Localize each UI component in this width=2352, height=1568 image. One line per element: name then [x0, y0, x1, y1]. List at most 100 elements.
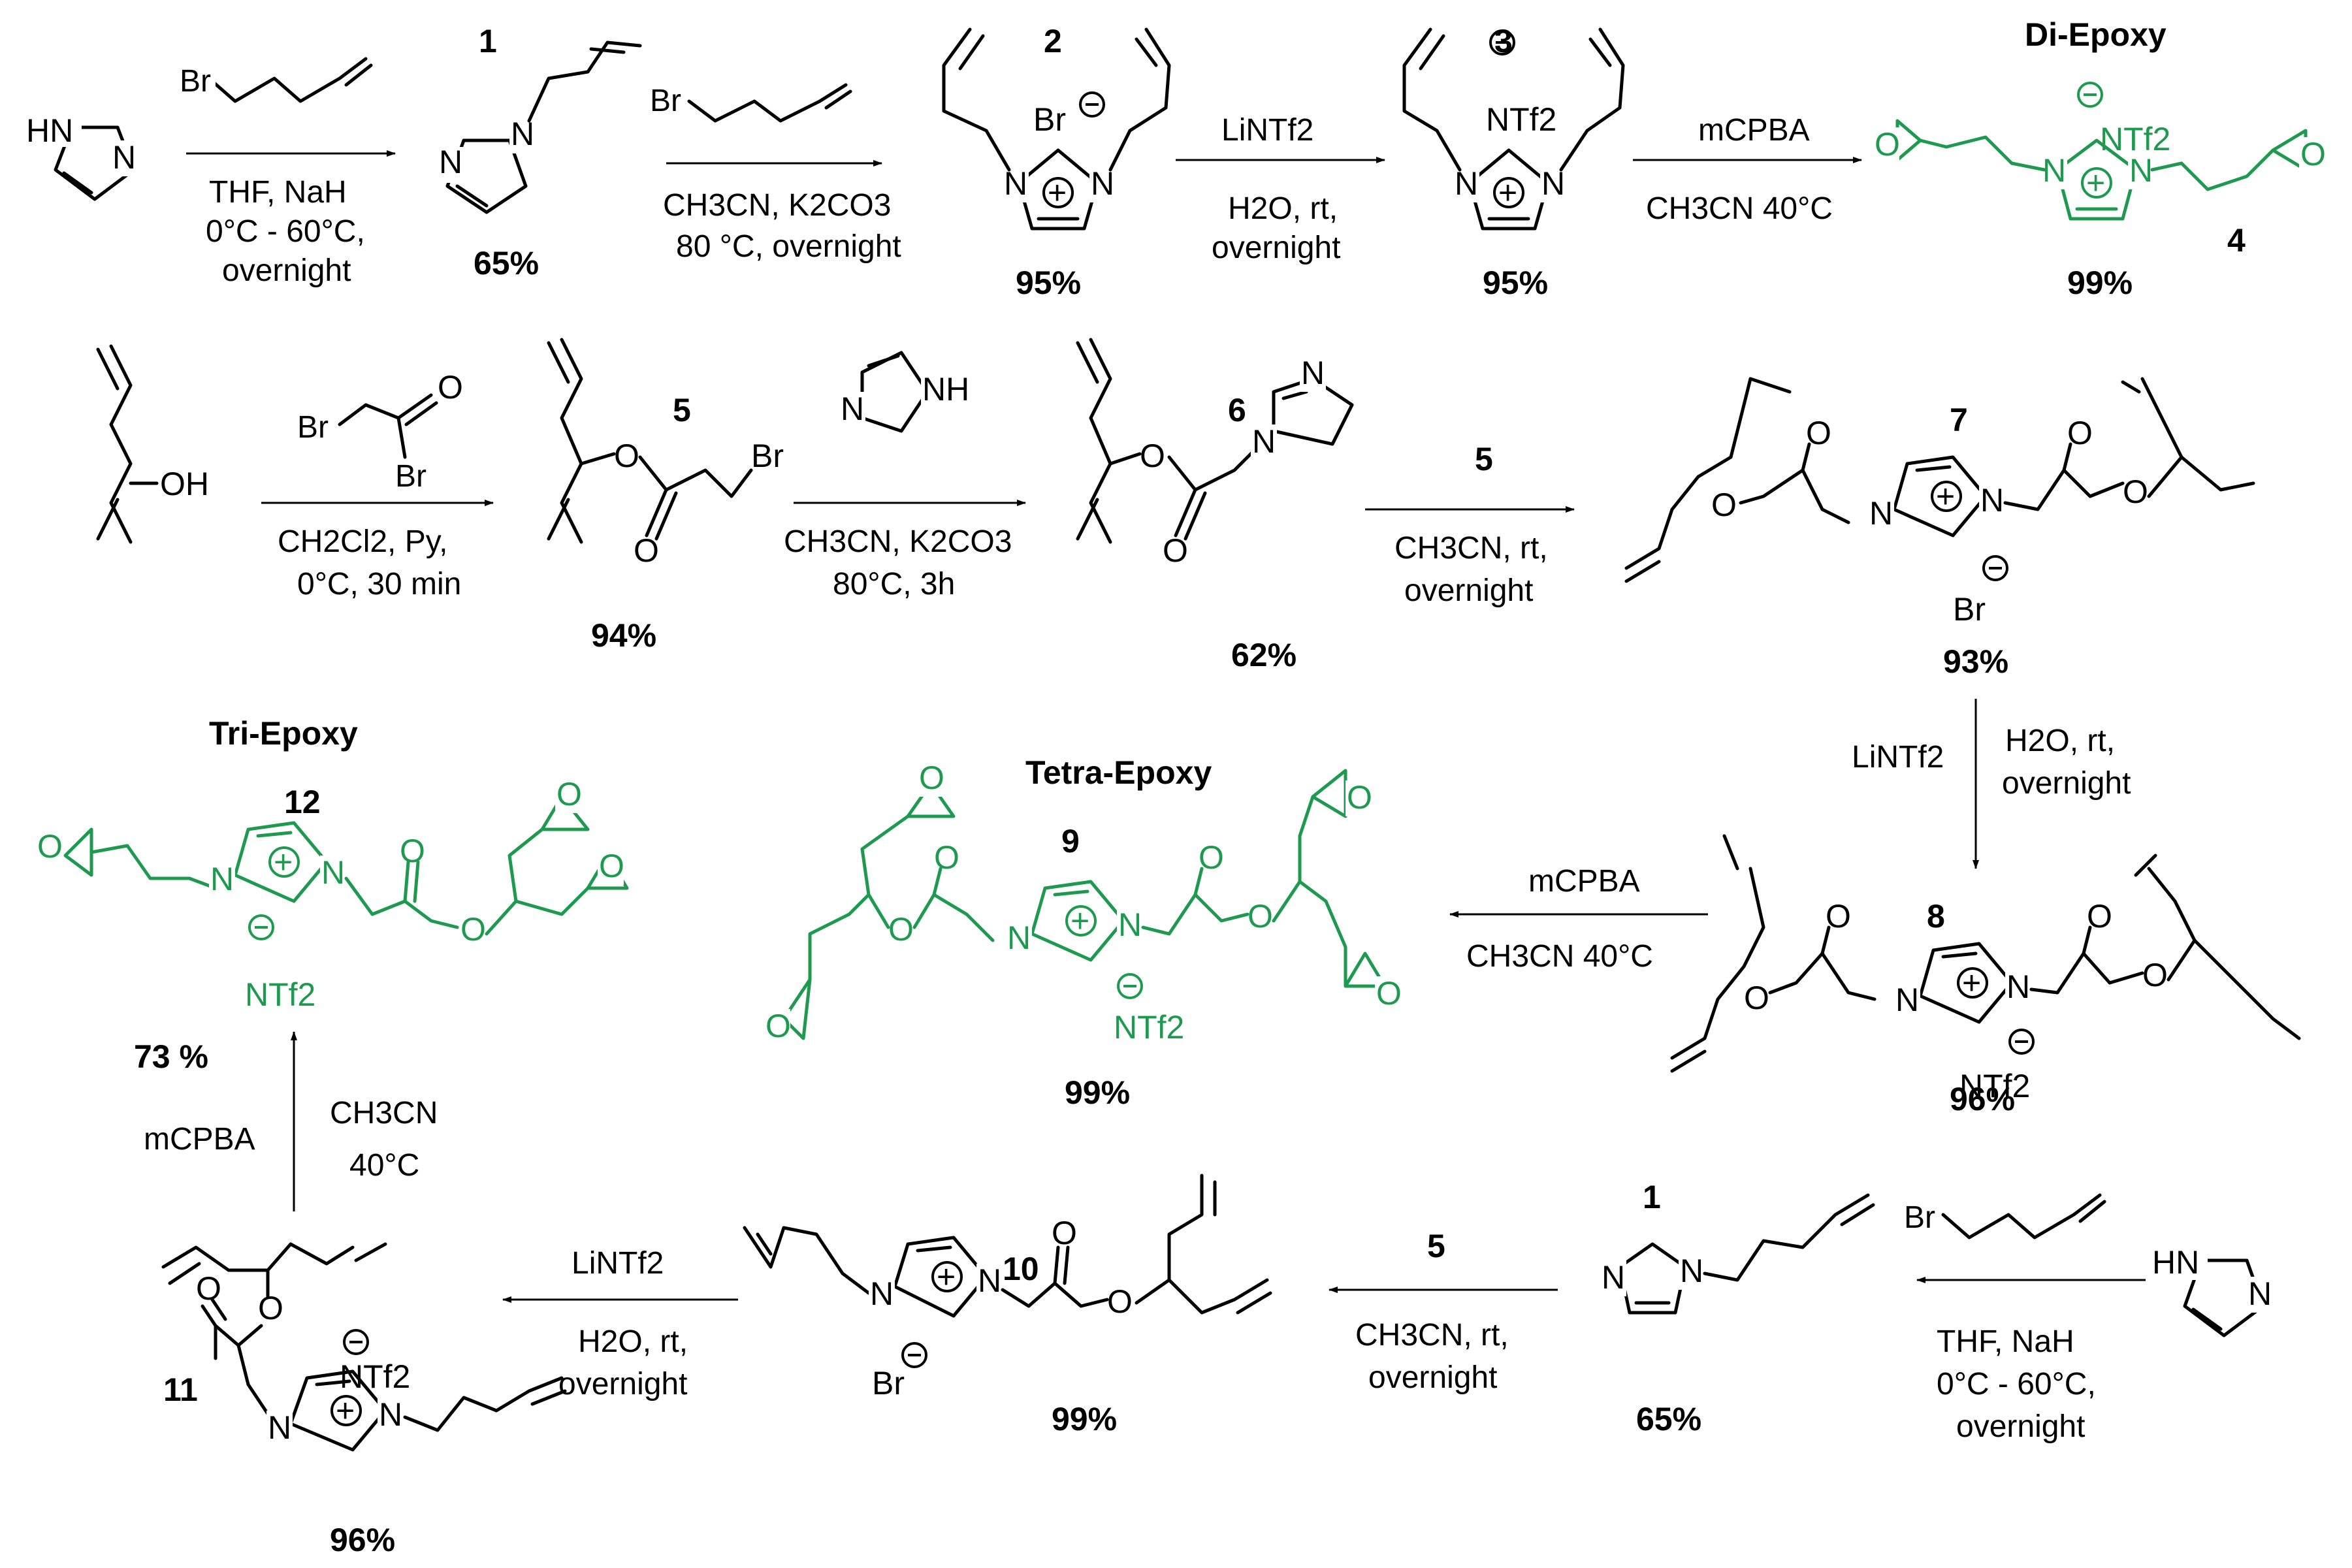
compound-9-title: Tetra-Epoxy: [1025, 754, 1212, 791]
svg-text:O: O: [1376, 975, 1402, 1012]
svg-text:N: N: [1895, 982, 1919, 1018]
svg-text:N: N: [870, 1275, 894, 1312]
compound-12-number: 12: [284, 784, 321, 820]
row4-step1-cond3: overnight: [1956, 1409, 2085, 1444]
compound-9-anion: NTf2: [1114, 1009, 1184, 1046]
step1-cond3: overnight: [222, 253, 351, 288]
row2-step1-cond2: 0°C, 30 min: [297, 567, 461, 601]
svg-text:O: O: [2300, 136, 2326, 172]
svg-text:N: N: [379, 1396, 402, 1433]
bromoacetyl-br1: Br: [297, 410, 329, 445]
svg-text:O: O: [2067, 415, 2093, 451]
step-7-8-cond1: H2O, rt,: [2005, 724, 2115, 758]
svg-text:O: O: [400, 833, 425, 869]
dienol-structure: OH: [96, 344, 209, 544]
step-8-9-cond1: CH3CN 40°C: [1466, 939, 1653, 974]
svg-text:N: N: [1602, 1259, 1625, 1296]
svg-text:N: N: [1869, 495, 1893, 532]
step2-cond2: 80 °C, overnight: [676, 229, 901, 264]
bromoacetyl-br2: Br: [395, 459, 427, 494]
compound-3: 3 + N N NTf2 95%: [1402, 23, 1625, 301]
svg-text:O: O: [2123, 473, 2148, 510]
svg-text:O: O: [438, 369, 463, 406]
svg-text:N: N: [210, 861, 234, 897]
svg-text:N: N: [2248, 1275, 2272, 1312]
step-3-arrow: LiNTf2 H2O, rt, overnight: [1176, 113, 1385, 265]
row4-step3-reagent: LiNTf2: [572, 1246, 664, 1281]
svg-text:O: O: [556, 776, 582, 812]
svg-text:+: +: [2086, 165, 2105, 201]
imidazole-hn-label: HN: [2152, 1244, 2199, 1281]
row2-step3-cond2: overnight: [1404, 573, 1533, 608]
svg-text:+: +: [1048, 174, 1067, 211]
compound-1-bottom-yield: 65%: [1636, 1401, 1701, 1437]
compound-7: 7 O O + N N Br O O 93%: [1624, 377, 2255, 680]
compound-1: 1 N N 65%: [438, 23, 642, 281]
svg-text:N: N: [1680, 1253, 1703, 1289]
compound-4-di-epoxy: Di-Epoxy + N N NTf2 O O 4 99%: [1873, 16, 2326, 301]
compound-4-number: 4: [2227, 222, 2246, 259]
step4-cond1: CH3CN 40°C: [1646, 191, 1833, 226]
svg-text:+: +: [1498, 174, 1517, 211]
step-7-8-reagent: LiNTf2: [1852, 740, 1944, 775]
svg-text:+: +: [1071, 903, 1089, 939]
svg-text:N: N: [268, 1409, 291, 1446]
compound-4-yield: 99%: [2067, 264, 2133, 301]
compound-10: 10 + N N Br O O 99%: [743, 1174, 1272, 1437]
row2-step1-cond1: CH2Cl2, Py,: [278, 524, 448, 559]
svg-text:+: +: [1962, 965, 1981, 1001]
compound-6-yield: 62%: [1231, 637, 1297, 673]
svg-text:N: N: [439, 144, 462, 180]
svg-text:Br: Br: [751, 438, 784, 474]
compound-1-number: 1: [479, 23, 497, 59]
svg-text:O: O: [1744, 980, 1769, 1016]
compound-11: 11 O O + N N NTf2 96%: [161, 1242, 567, 1558]
row2-step3-reagent: 5: [1475, 441, 1493, 477]
svg-text:O: O: [37, 828, 63, 865]
svg-text:O: O: [2087, 898, 2112, 935]
compound-6: 6 O O N N 62%: [1076, 338, 1354, 673]
svg-text:N: N: [2006, 968, 2030, 1005]
row2-step2-arrow: N NH CH3CN, K2CO3 80°C, 3h: [784, 351, 1026, 601]
compound-2-anion: Br: [1033, 101, 1066, 138]
step3-cond2: overnight: [1212, 231, 1340, 265]
compound-12-title: Tri-Epoxy: [209, 715, 358, 752]
compound-2-number: 2: [1044, 23, 1062, 59]
svg-text:O: O: [1826, 898, 1851, 935]
compound-2: 2 + N N Br 95%: [942, 23, 1171, 301]
imidazole-structure: HN N: [23, 111, 137, 201]
svg-text:N: N: [321, 854, 345, 891]
compound-12-tri-epoxy: Tri-Epoxy 12 O + N N NTf2 O O O O 73 %: [36, 715, 629, 1075]
svg-text:N: N: [841, 391, 864, 427]
compound-12-anion: NTf2: [245, 976, 315, 1013]
compound-11-anion: NTf2: [340, 1358, 410, 1395]
svg-text:O: O: [1140, 438, 1165, 474]
step-8-9-reagent: mCPBA: [1528, 864, 1640, 899]
row4-step3-cond1: H2O, rt,: [578, 1324, 688, 1359]
svg-text:O: O: [1806, 415, 1831, 451]
compound-9-tetra-epoxy: Tetra-Epoxy 9 O O O O + N N NTf2 O O O: [764, 754, 1402, 1111]
svg-text:N: N: [511, 116, 534, 152]
imidazole-structure-bottom: HN N: [2149, 1244, 2273, 1337]
compound-2-yield: 95%: [1016, 264, 1081, 301]
svg-text:N: N: [1252, 423, 1276, 460]
row4-step2-cond1: CH3CN, rt,: [1355, 1318, 1509, 1352]
step-4-arrow: mCPBA CH3CN 40°C: [1633, 113, 1862, 226]
step-7-to-8-arrow: LiNTf2 H2O, rt, overnight: [1852, 699, 2131, 869]
compound-10-yield: 99%: [1052, 1401, 1117, 1437]
step3-cond1: H2O, rt,: [1228, 191, 1338, 226]
svg-text:N: N: [1007, 920, 1031, 956]
svg-text:O: O: [599, 848, 624, 884]
compound-5: 5 O O Br 94%: [547, 338, 784, 654]
svg-text:N: N: [978, 1262, 1001, 1299]
svg-text:N: N: [1118, 906, 1142, 943]
row4-step2-reagent: 5: [1427, 1228, 1445, 1264]
svg-text:+: +: [1936, 478, 1955, 515]
compound-7-anion: Br: [1953, 591, 1986, 628]
compound-8-anion: NTf2: [1959, 1068, 2030, 1104]
row2-step2-cond1: CH3CN, K2CO3: [784, 524, 1012, 559]
svg-text:O: O: [1107, 1283, 1133, 1320]
svg-text:NH: NH: [922, 371, 969, 408]
svg-text:O: O: [1248, 898, 1273, 935]
